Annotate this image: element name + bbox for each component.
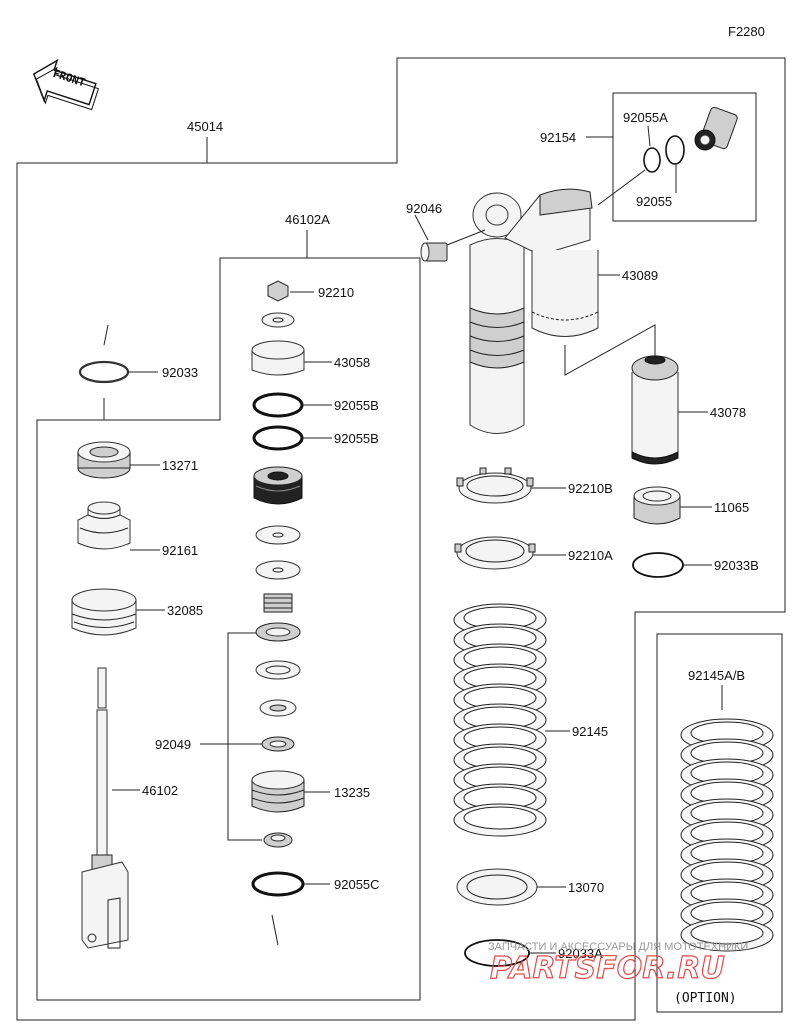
label-92033: 92033 <box>162 365 198 380</box>
label-13070: 13070 <box>568 880 604 895</box>
spring-92145 <box>453 603 547 837</box>
option-label: (OPTION) <box>674 991 737 1006</box>
label-92210: 92210 <box>318 285 354 300</box>
label-11065: 11065 <box>714 500 749 515</box>
label-92055B-2: 92055B <box>334 431 379 446</box>
label-92210B: 92210B <box>568 481 613 496</box>
bushing-11065 <box>633 486 681 525</box>
shim-b <box>255 660 301 680</box>
label-13235: 13235 <box>334 785 370 800</box>
label-92154: 92154 <box>540 130 576 145</box>
label-13271: 13271 <box>162 458 198 473</box>
spring-small <box>263 593 293 613</box>
locknut-92210B <box>456 467 534 504</box>
bump-rubber-92161 <box>77 501 131 550</box>
label-92145: 92145 <box>572 724 608 739</box>
bearing-92046 <box>420 242 448 262</box>
label-43058: 43058 <box>334 355 370 370</box>
oring-92055C <box>251 871 305 897</box>
piston-rod-46102 <box>81 667 129 949</box>
washer-top <box>261 312 295 328</box>
washer-2 <box>255 560 301 580</box>
label-92046: 92046 <box>406 201 442 216</box>
piston-13235 <box>251 770 305 813</box>
spring-seat-13070 <box>456 868 538 906</box>
label-92055C: 92055C <box>334 877 380 892</box>
bladder-43078 <box>631 355 679 465</box>
label-45014: 45014 <box>187 119 223 134</box>
option-frame <box>656 633 783 1013</box>
label-46102A: 46102A <box>285 212 330 227</box>
label-32085: 32085 <box>167 603 203 618</box>
spring-coil-inner <box>463 806 537 830</box>
oring-92055B-2 <box>252 425 304 451</box>
label-46102: 46102 <box>142 783 178 798</box>
washer-1 <box>255 525 301 545</box>
label-92055B-1: 92055B <box>334 398 379 413</box>
watermark-text: ЗАПЧАСТИ И АКСЕССУАРЫ ДЛЯ МОТОТЕХНИКИ <box>488 941 748 953</box>
adjuster-box <box>612 92 757 222</box>
label-43078: 43078 <box>710 405 746 420</box>
cap-13271 <box>77 441 131 479</box>
shock-body-45014 <box>469 188 593 434</box>
label-92145AB: 92145A/B <box>688 668 745 683</box>
reservoir-43089 <box>531 250 599 337</box>
front-arrow-icon <box>32 59 100 111</box>
cup-32085 <box>71 588 137 636</box>
watermark-logo: PARTSFOR.RU <box>490 951 725 986</box>
nut-92210 <box>267 280 289 302</box>
circlip-92033B <box>632 552 684 578</box>
oring-92055A <box>643 147 661 173</box>
circlip-92033 <box>78 360 130 384</box>
label-92033B: 92033B <box>714 558 759 573</box>
label-92049: 92049 <box>155 737 191 752</box>
diagram-code: F2280 <box>728 24 765 39</box>
oring-92055B-1 <box>252 392 304 418</box>
adjuster-92154 <box>694 106 738 151</box>
locknut-92210A <box>454 536 536 570</box>
label-92055A: 92055A <box>623 110 668 125</box>
collar-43058 <box>251 340 305 376</box>
spring-coil-inner <box>690 921 764 945</box>
label-43089: 43089 <box>622 268 658 283</box>
label-92210A: 92210A <box>568 548 613 563</box>
oring-92055 <box>665 135 685 165</box>
label-92055: 92055 <box>636 194 672 209</box>
label-92161: 92161 <box>162 543 198 558</box>
assembly-45014-frame <box>16 57 786 1021</box>
label-92033A: 92033A <box>558 946 603 961</box>
assembly-46102A-frame <box>36 257 421 1001</box>
bracket-92049 <box>227 632 262 841</box>
spring-92145AB <box>680 718 774 952</box>
seal-head <box>253 466 303 505</box>
